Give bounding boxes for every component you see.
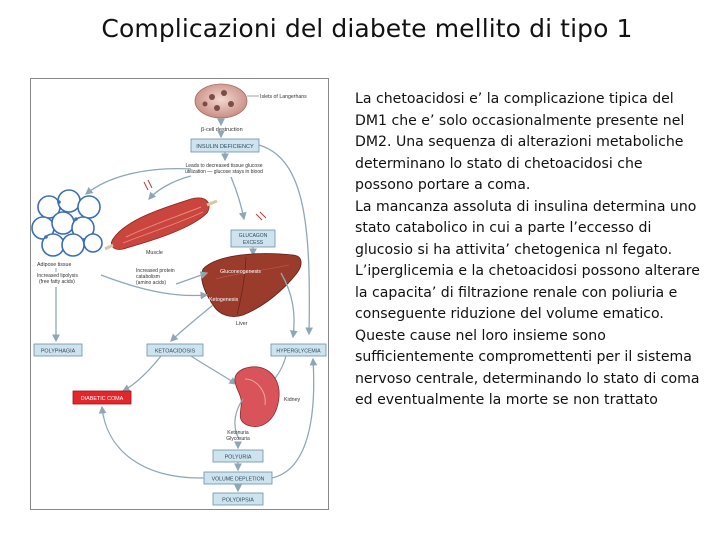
islets-illustration [194, 83, 259, 119]
hyperglycemia-label: HYPERGLYCEMIA [276, 349, 321, 355]
islets-label: Islets of Langerhans [260, 94, 307, 100]
muscle-illustration [104, 197, 218, 251]
polyuria-label: POLYURIA [225, 455, 252, 461]
catabolism-label-2: catabolism [136, 274, 160, 280]
liver-illustration [201, 253, 302, 317]
kidney-illustration [234, 366, 280, 440]
glucagon-label-1: GLUCAGON [239, 233, 268, 239]
paragraph-insulin: La mancanza assoluta di insulina determi… [355, 198, 697, 258]
paragraph-ketoacidosis: La chetoacidosi e’ la complicazione tipi… [355, 91, 685, 193]
leads-label-2: utilization — glucose stays in blood [185, 169, 263, 175]
adipose-label: Adipose tissue [37, 262, 72, 268]
pathophysiology-diagram: Islets of Langerhans β-cell destruction … [31, 83, 327, 506]
gluconeogenesis-label: Gluconeogenesis [220, 269, 261, 275]
paragraph-coma: Queste cause nel loro insieme sono suffi… [355, 327, 700, 409]
slide-title: Complicazioni del diabete mellito di tip… [101, 14, 633, 43]
explanation-text: La chetoacidosi e’ la complicazione tipi… [355, 89, 700, 412]
leads-label-1: Leads to decreased tissue glucose [186, 163, 263, 169]
glucagon-label-2: EXCESS [243, 240, 264, 246]
adipose-tissue-illustration [31, 189, 103, 257]
diabetic-coma-box [72, 390, 132, 405]
liver-label: Liver [236, 321, 248, 327]
beta-cell-label: β-cell destruction [201, 127, 243, 133]
polyphagia-box [33, 343, 83, 357]
glycosuria-label: Glycosuria [226, 436, 250, 442]
ketoacidosis-label: KETOACIDOSIS [155, 349, 196, 355]
diabetic-coma-label: DIABETIC COMA [81, 396, 124, 402]
polydipsia-box [212, 492, 264, 506]
ketonuria-label: Ketonuria [227, 430, 249, 436]
diabetes-complications-figure: Islets of Langerhans β-cell destruction … [30, 78, 329, 510]
volume-depletion-label: VOLUME DEPLETION [212, 477, 265, 483]
ketoacidosis-box [146, 343, 204, 357]
kidney-label: Kidney [284, 397, 301, 403]
lipolysis-label-1: Increased lipolysis [37, 273, 78, 279]
catabolism-label-3: (amino acids) [136, 280, 166, 286]
catabolism-label-1: Increased protein [136, 268, 175, 274]
ketogenesis-label: Ketogenesis [209, 297, 239, 303]
polydipsia-label: POLYDIPSIA [222, 498, 254, 504]
polyphagia-label: POLYPHAGIA [41, 349, 76, 355]
lipolysis-label-2: (free fatty acids) [39, 279, 75, 285]
hyperglycemia-box [270, 343, 327, 357]
muscle-label: Muscle [146, 250, 163, 256]
paragraph-hyperglycemia: L’iperglicemia e la chetoacidosi possono… [355, 263, 700, 322]
insulin-deficiency-label: INSULIN DEFICIENCY [196, 144, 254, 150]
